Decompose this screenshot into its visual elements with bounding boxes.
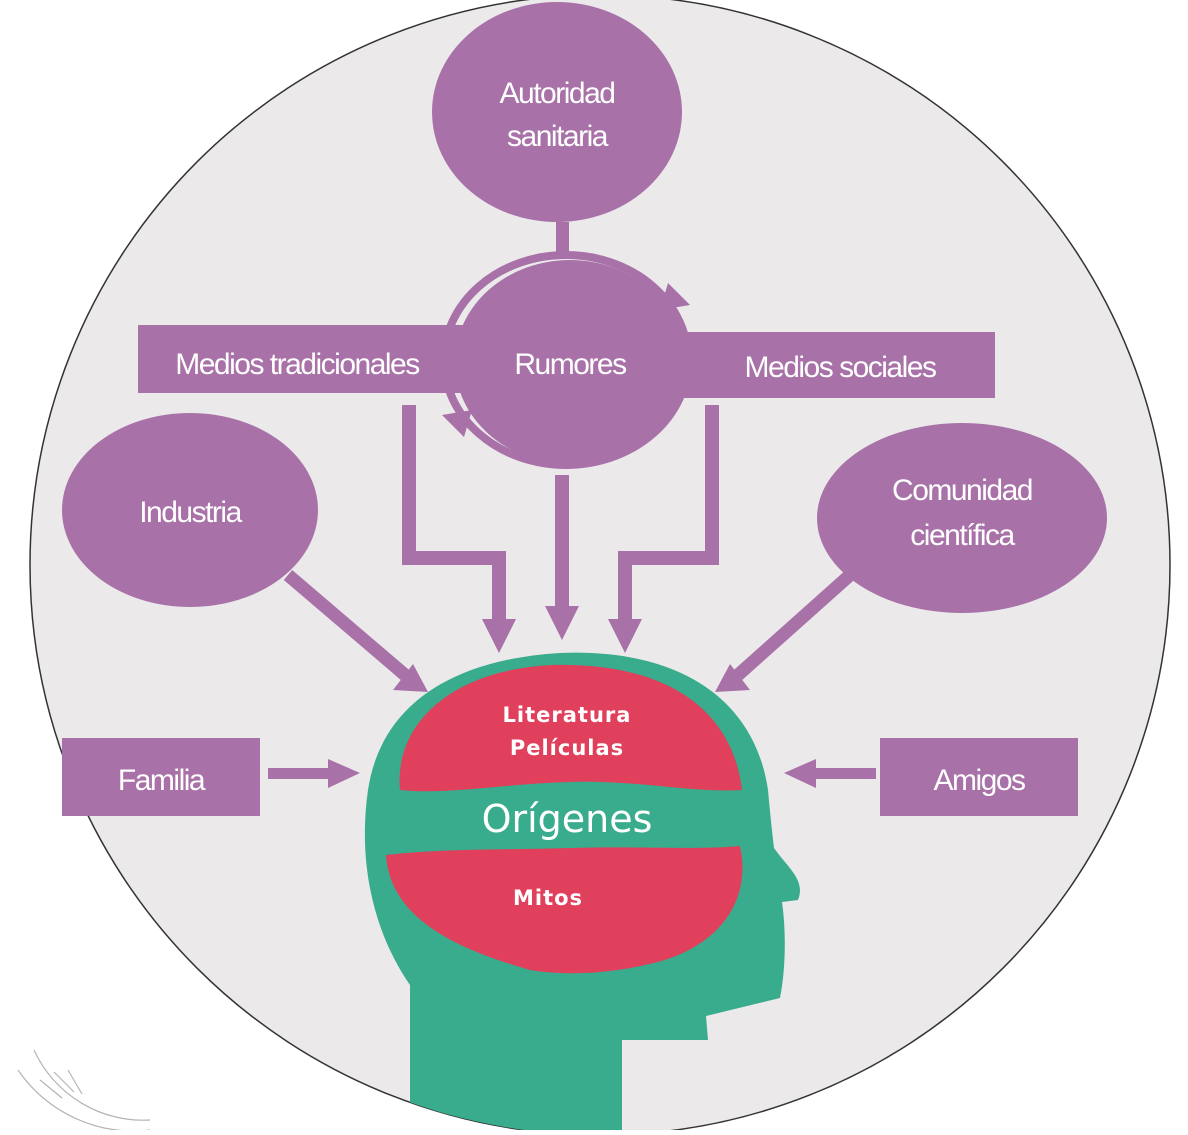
autoridad-label-line1: Autoridad: [500, 77, 615, 110]
cycle-arrowhead-left: [442, 410, 472, 437]
brain-top-lobe: [399, 664, 742, 792]
familia-label: Familia: [118, 764, 206, 797]
comunidad-label-line1: Comunidad: [892, 474, 1032, 507]
brain-bottom-label: Mitos: [513, 886, 583, 910]
diagonal-arrowheads: [393, 664, 750, 692]
brain-top-label-line1: Literatura: [503, 703, 632, 727]
amigos-label: Amigos: [933, 764, 1025, 797]
diagonal-arrows: [283, 570, 855, 680]
watermark-seal: [17, 1049, 151, 1132]
medios-sociales-label: Medios sociales: [745, 351, 936, 384]
arrows: [268, 222, 876, 788]
medios-tradicionales-box: [138, 325, 463, 393]
rumores-cycle-ring: [440, 251, 692, 469]
brain-bottom-lobe: [386, 846, 743, 974]
head-middle-label: Orígenes: [482, 797, 653, 841]
rumores-label: Rumores: [514, 348, 626, 381]
background-circle: [29, 0, 1171, 1135]
cycle-arrowhead-right: [660, 283, 690, 310]
industria-label: Industria: [139, 496, 242, 529]
rumores-node: [455, 260, 685, 464]
brain-top-label-line2: Películas: [510, 736, 624, 760]
familia-box: [62, 738, 260, 816]
comunidad-label-line2: científica: [910, 519, 1015, 552]
autoridad-sanitaria-node: [432, 2, 682, 222]
medios-sociales-box: [680, 332, 995, 398]
comunidad-cientifica-node: [817, 423, 1107, 613]
industria-node: [62, 413, 318, 607]
amigos-box: [880, 738, 1078, 816]
autoridad-label-line2: sanitaria: [507, 120, 609, 153]
medios-tradicionales-label: Medios tradicionales: [175, 348, 419, 381]
